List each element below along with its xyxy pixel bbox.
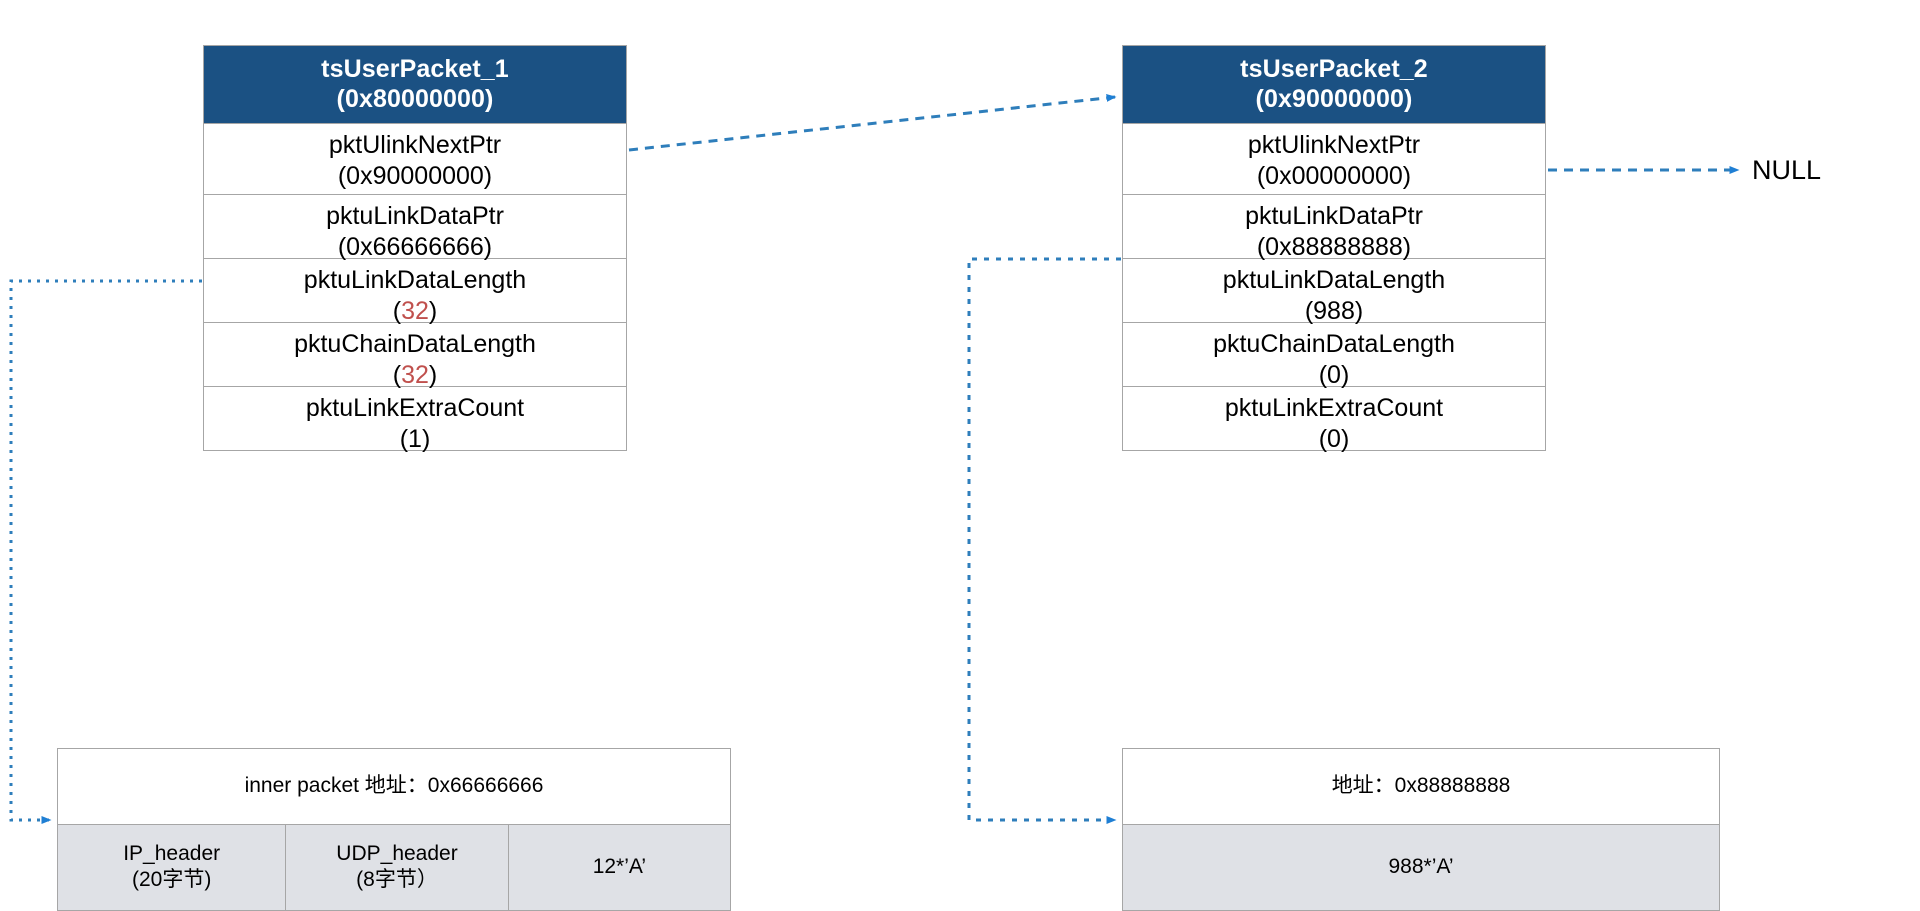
field-value: (0x00000000) — [1256, 162, 1412, 190]
field-name: pktuChainDataLength — [294, 330, 536, 358]
memory-cell-udp-header: UDP_header (8字节） — [285, 825, 507, 910]
field-name: pktuChainDataLength — [1213, 330, 1455, 358]
field-row-pktulinkdataptr-p2: pktuLinkDataPtr (0x88888888) — [1123, 194, 1545, 261]
wire-data-ptr-p2-to-membox2 — [967, 257, 1121, 824]
field-value: (32) — [392, 297, 438, 325]
memory-cell-payload-988a: 988*’A’ — [1123, 825, 1719, 910]
struct-table-tsuserpacket-2: tsUserPacket_2 (0x90000000) pktUlinkNext… — [1122, 45, 1546, 453]
field-row-pktulinkextracount-p2: pktuLinkExtraCount (0) — [1123, 386, 1545, 453]
memory-cell-sublabel: (8字节） — [356, 868, 438, 891]
field-value: (0) — [1318, 361, 1350, 389]
memory-cell-label: 988*’A’ — [1388, 855, 1454, 878]
memory-cell-ip-header: IP_header (20字节) — [58, 825, 285, 910]
field-value: (0x66666666) — [337, 233, 493, 261]
wire-next-ptr-p1-to-p2 — [628, 93, 1117, 152]
field-row-pktuchaindatalength-p1: pktuChainDataLength (32) — [204, 322, 626, 389]
field-name: pktuLinkDataLength — [1222, 266, 1446, 294]
wire-data-ptr-p1-to-membox1 — [9, 279, 202, 824]
field-name: pktuLinkExtraCount — [1224, 394, 1444, 422]
memory-box-cells-2: 988*’A’ — [1123, 824, 1719, 910]
field-row-pktulinkdataptr-p1: pktuLinkDataPtr (0x66666666) — [204, 194, 626, 261]
memory-cell-label: UDP_header — [336, 842, 458, 865]
struct-table-tsuserpacket-1: tsUserPacket_1 (0x80000000) pktUlinkNext… — [203, 45, 627, 453]
memory-box-outer-payload: 地址：0x88888888 988*’A’ — [1122, 748, 1720, 911]
struct-header-packet2: tsUserPacket_2 (0x90000000) — [1123, 46, 1545, 123]
field-name: pktUlinkNextPtr — [328, 131, 502, 159]
field-row-pktulinkdatalength-p2: pktuLinkDataLength (988) — [1123, 258, 1545, 325]
field-value: (0x88888888) — [1256, 233, 1412, 261]
memory-cell-label: 12*’A’ — [592, 855, 646, 878]
memory-box-cells-1: IP_header (20字节) UDP_header (8字节） 12*’A’ — [58, 824, 730, 910]
field-value: (0x90000000) — [337, 162, 493, 190]
field-row-pktulinkextracount-p1: pktuLinkExtraCount (1) — [204, 386, 626, 453]
memory-box-inner-packet: inner packet 地址：0x66666666 IP_header (20… — [57, 748, 731, 911]
struct-address-packet1: (0x80000000) — [336, 85, 494, 113]
null-pointer-label: NULL — [1752, 155, 1822, 185]
field-name: pktUlinkNextPtr — [1247, 131, 1421, 159]
field-row-pktuchaindatalength-p2: pktuChainDataLength (0) — [1123, 322, 1545, 389]
memory-cell-payload-a: 12*’A’ — [507, 825, 730, 910]
field-value-highlighted: 32 — [401, 361, 429, 389]
field-name: pktuLinkExtraCount — [305, 394, 525, 422]
memory-box-title-2: 地址：0x88888888 — [1123, 749, 1719, 824]
memory-cell-label: IP_header — [123, 842, 221, 865]
field-value: (32) — [392, 361, 438, 389]
memory-box-title-1: inner packet 地址：0x66666666 — [58, 749, 730, 824]
field-name: pktuLinkDataPtr — [1245, 202, 1423, 230]
field-value: (988) — [1304, 297, 1364, 325]
field-name: pktuLinkDataPtr — [326, 202, 504, 230]
field-row-pktulinkdatalength-p1: pktuLinkDataLength (32) — [204, 258, 626, 325]
field-name: pktuLinkDataLength — [303, 266, 527, 294]
field-row-pktulinknextptr-p1: pktUlinkNextPtr (0x90000000) — [204, 123, 626, 194]
struct-header-packet1: tsUserPacket_1 (0x80000000) — [204, 46, 626, 123]
struct-title-packet1: tsUserPacket_1 — [321, 55, 509, 83]
struct-title-packet2: tsUserPacket_2 — [1240, 55, 1428, 83]
struct-address-packet2: (0x90000000) — [1255, 85, 1413, 113]
field-value: (0) — [1318, 425, 1350, 453]
memory-cell-sublabel: (20字节) — [131, 868, 212, 891]
field-row-pktulinknextptr-p2: pktUlinkNextPtr (0x00000000) — [1123, 123, 1545, 194]
field-value: (1) — [399, 425, 431, 453]
field-value-highlighted: 32 — [401, 297, 429, 325]
